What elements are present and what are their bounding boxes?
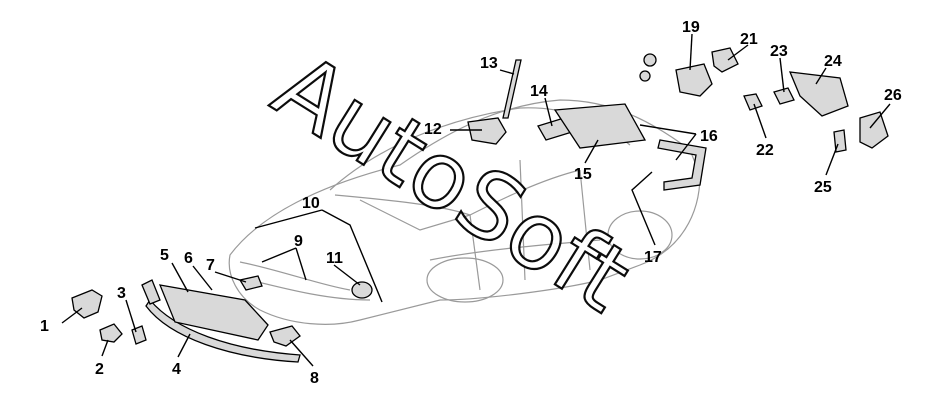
part-24 bbox=[788, 71, 849, 117]
callout-labels: 1 2 3 4 5 6 7 8 9 10 11 12 13 14 15 16 1… bbox=[40, 19, 902, 387]
callout-26: 26 bbox=[884, 87, 902, 104]
part-19 bbox=[675, 63, 713, 97]
part-11 bbox=[351, 281, 373, 299]
callout-22: 22 bbox=[756, 142, 774, 159]
parts bbox=[71, 47, 889, 363]
callout-19: 19 bbox=[682, 19, 700, 36]
callout-7: 7 bbox=[206, 257, 215, 274]
callout-1: 1 bbox=[40, 318, 49, 335]
callout-16: 16 bbox=[700, 128, 718, 145]
callout-5: 5 bbox=[160, 247, 169, 264]
callout-3: 3 bbox=[117, 285, 126, 302]
callout-12: 12 bbox=[424, 121, 442, 138]
callout-13: 13 bbox=[480, 55, 498, 72]
part-3 bbox=[131, 325, 147, 345]
part-19-small-b bbox=[639, 70, 651, 82]
part-7 bbox=[238, 275, 263, 291]
callout-23: 23 bbox=[770, 43, 788, 60]
part-5 bbox=[158, 284, 269, 341]
leader-lines bbox=[61, 33, 891, 367]
callout-15: 15 bbox=[574, 166, 592, 183]
callout-24: 24 bbox=[824, 53, 842, 70]
part-13 bbox=[502, 59, 522, 119]
callout-4: 4 bbox=[172, 361, 181, 378]
part-strip-front bbox=[141, 279, 161, 305]
part-2 bbox=[99, 323, 123, 343]
part-21 bbox=[711, 47, 739, 73]
part-26 bbox=[859, 111, 889, 149]
part-15 bbox=[553, 103, 647, 149]
callout-17: 17 bbox=[644, 249, 662, 266]
callout-6: 6 bbox=[184, 250, 193, 267]
part-8 bbox=[269, 325, 301, 347]
part-4 bbox=[145, 298, 301, 363]
callout-9: 9 bbox=[294, 233, 303, 250]
part-16 bbox=[657, 139, 707, 191]
callout-11: 11 bbox=[326, 250, 343, 267]
car-outline bbox=[228, 99, 701, 325]
callout-14: 14 bbox=[530, 83, 548, 100]
callout-25: 25 bbox=[814, 179, 832, 196]
part-12 bbox=[467, 117, 507, 145]
callout-8: 8 bbox=[310, 370, 319, 387]
callout-10: 10 bbox=[302, 195, 320, 212]
callout-21: 21 bbox=[740, 31, 758, 48]
callout-2: 2 bbox=[95, 361, 104, 378]
part-22 bbox=[743, 93, 763, 111]
part-1 bbox=[71, 289, 103, 319]
part-19-small bbox=[643, 53, 657, 67]
